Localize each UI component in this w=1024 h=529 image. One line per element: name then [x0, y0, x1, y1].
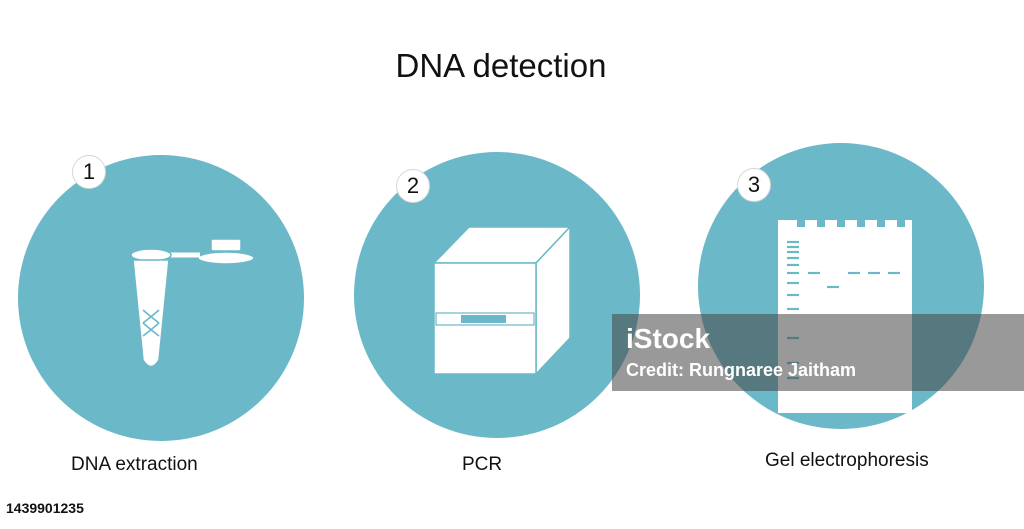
stock-watermark: iStock Credit: Rungnaree Jaitham — [612, 314, 1024, 391]
step-label-pcr: PCR — [462, 454, 503, 475]
pcr-machine-icon — [432, 225, 572, 376]
watermark-credit: Credit: Rungnaree Jaitham — [626, 360, 857, 380]
step-number-badge: 3 — [737, 168, 771, 202]
step-pcr: 2 — [354, 152, 640, 438]
step-number-badge: 1 — [72, 155, 106, 189]
step-label-dna-extraction: DNA extraction — [71, 454, 198, 475]
step-label-gel-electrophoresis: Gel electrophoresis — [765, 450, 929, 471]
footer-bar: 1439901235 — [0, 493, 1024, 529]
step-number-badge: 2 — [396, 169, 430, 203]
step-dna-extraction: 1 — [18, 155, 304, 441]
diagram-title: DNA detection — [395, 47, 607, 84]
microcentrifuge-tube-icon — [130, 238, 255, 368]
image-id: 1439901235 — [6, 500, 84, 516]
watermark-brand: iStock — [626, 323, 711, 354]
